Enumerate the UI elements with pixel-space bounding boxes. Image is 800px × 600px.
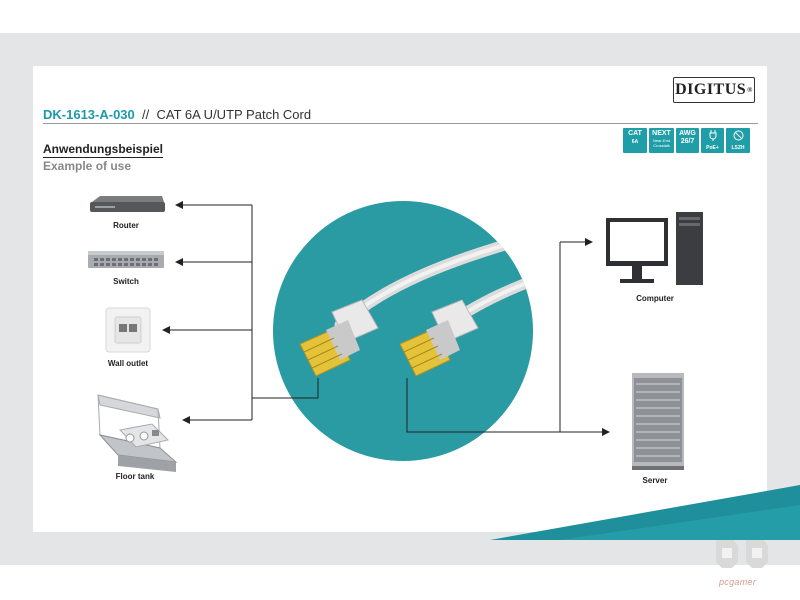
computer-icon: [606, 212, 703, 285]
badge-line1: CAT: [628, 130, 642, 137]
badge-line1: NEXT: [652, 130, 671, 137]
wall-outlet-icon: [105, 307, 151, 353]
router-label: Router: [113, 221, 139, 230]
badge-line2: PoE+: [706, 145, 719, 151]
section-title-en: Example of use: [43, 159, 132, 173]
product-title: DK-1613-A-030 // CAT 6A U/UTP Patch Cord: [43, 107, 311, 122]
badge-line2: 6A: [631, 139, 639, 145]
badge-line1: AWG: [679, 130, 696, 137]
product-name: CAT 6A U/UTP Patch Cord: [156, 107, 312, 122]
watermark-text: pcgamer: [719, 577, 757, 587]
router-icon: [90, 196, 165, 212]
right-connection-lines: [406, 238, 610, 436]
wall-outlet-label: Wall outlet: [107, 359, 149, 368]
section-title-de: Anwendungsbeispiel: [43, 142, 164, 158]
pcgamer-watermark-icon: [716, 540, 768, 568]
switch-icon: [88, 251, 164, 268]
rj45-connector-right: [399, 299, 479, 377]
switch-label: Switch: [113, 277, 139, 286]
header-rule: [43, 123, 758, 124]
title-separator: //: [142, 107, 150, 122]
product-code: DK-1613-A-030: [43, 107, 135, 122]
poe-badge: PoE+: [701, 128, 724, 153]
badge-line2: LSZH: [731, 145, 745, 151]
rj45-connector-left: [299, 299, 379, 377]
badge-sub: Near-End Crosstalk: [652, 138, 671, 148]
server-label: Server: [642, 476, 668, 485]
lszh-badge: LSZH: [726, 128, 750, 153]
digitus-logo: DIGITUS®: [673, 77, 755, 103]
plug-icon: [709, 130, 716, 141]
floor-tank-label: Floor tank: [115, 472, 155, 481]
teal-circle: [273, 201, 533, 461]
server-icon: [632, 373, 684, 470]
computer-label: Computer: [636, 294, 674, 303]
cat6a-badge: CAT 6A: [623, 128, 647, 153]
awg-badge: AWG 26/7: [676, 128, 699, 153]
no-halogen-icon: [733, 130, 743, 141]
badge-line2: 26/7: [680, 138, 695, 145]
floor-tank-icon: [97, 394, 178, 472]
cable-photo: [273, 201, 533, 461]
logo-text: DIGITUS: [675, 81, 747, 98]
next-badge: NEXT Near-End Crosstalk: [649, 128, 674, 153]
left-connection-lines: [162, 201, 319, 424]
logo-registered-mark: ®: [747, 86, 753, 94]
